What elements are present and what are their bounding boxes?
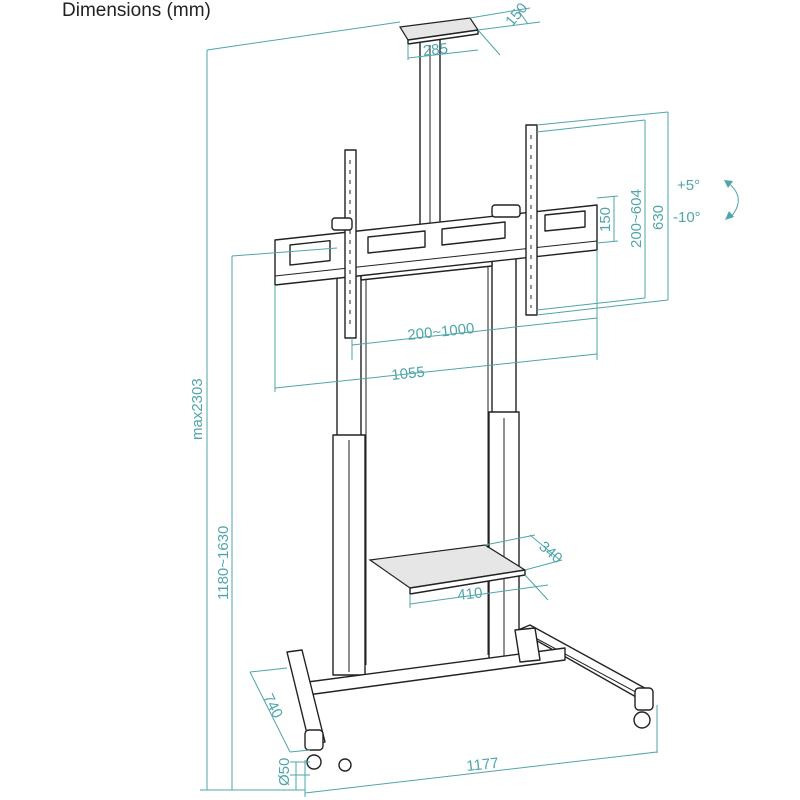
label-shelf-depth: 340 bbox=[535, 538, 565, 567]
label-vesa-vertical: 200~604 bbox=[628, 189, 645, 248]
column-right-upper bbox=[491, 254, 517, 426]
label-bracket-height: 630 bbox=[650, 205, 667, 230]
label-base-width: 1177 bbox=[466, 755, 500, 775]
label-tilt-up: +5° bbox=[677, 177, 700, 194]
dimension-lines bbox=[200, 7, 739, 797]
label-tilt-down: -10° bbox=[673, 209, 701, 226]
label-bracket-offset: 150 bbox=[597, 207, 614, 232]
caster-right bbox=[633, 711, 651, 729]
label-height-range: 1180~1630 bbox=[215, 526, 232, 600]
label-bracket-width: 1055 bbox=[391, 364, 426, 384]
label-vesa-horizontal: 200~1000 bbox=[407, 320, 476, 344]
base-leg-left bbox=[286, 649, 326, 747]
label-camera-shelf-width: 285 bbox=[422, 40, 449, 60]
vesa-rail-right bbox=[525, 124, 538, 316]
label-max-height: max2303 bbox=[189, 378, 206, 440]
label-shelf-width: 410 bbox=[457, 584, 484, 604]
label-camera-shelf-depth: 150 bbox=[502, 0, 531, 30]
tv-stand-drawing bbox=[274, 17, 654, 772]
label-wheel-diameter: Ø50 bbox=[276, 758, 293, 786]
label-base-depth: 740 bbox=[259, 691, 286, 721]
diagram-title: Dimensions (mm) bbox=[62, 0, 211, 21]
